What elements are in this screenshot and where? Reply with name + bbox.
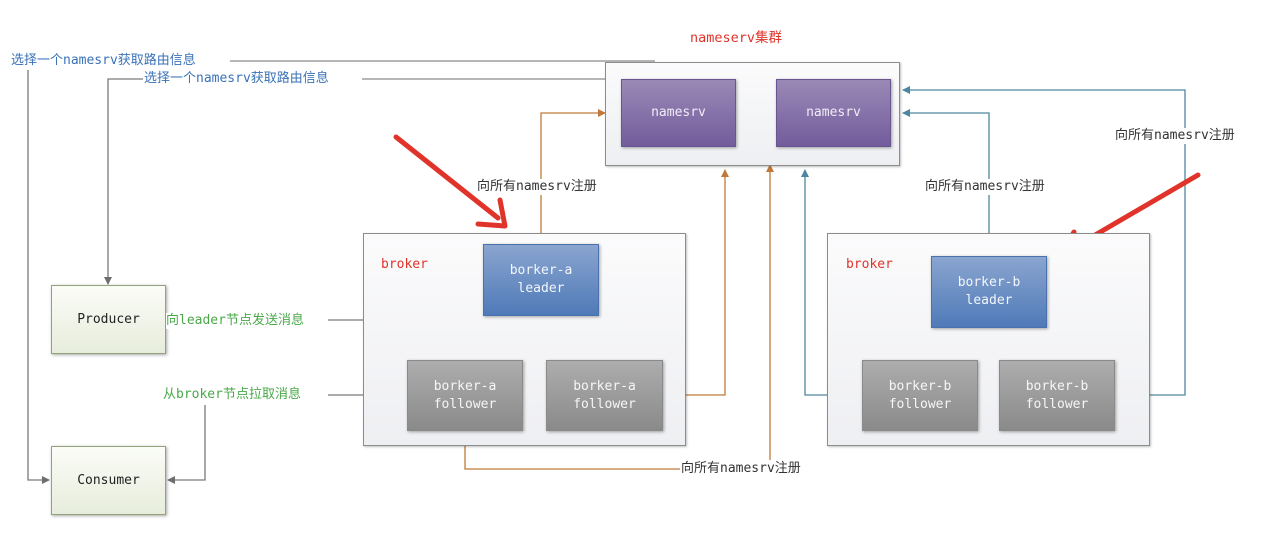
broker-a-title: broker	[381, 257, 428, 272]
broker-b-follower-1[interactable]: borker-b follower	[862, 360, 978, 431]
broker-b-leader[interactable]: borker-b leader	[931, 256, 1047, 328]
highlight-arrow-a	[393, 134, 508, 229]
a-follower-register-label: 向所有namesrv注册	[681, 461, 801, 477]
send-to-leader-label: 向leader节点发送消息	[166, 313, 304, 329]
b-leader-register-label: 向所有namesrv注册	[925, 179, 1045, 195]
a-leader-register-label: 向所有namesrv注册	[477, 179, 597, 195]
consumer-route-label: 选择一个namesrv获取路由信息	[11, 53, 196, 69]
broker-a-follower-2[interactable]: borker-a follower	[546, 360, 663, 431]
broker-a-follower-1[interactable]: borker-a follower	[407, 360, 523, 431]
producer-route-connector-down	[104, 78, 143, 285]
b-follower-register-label: 向所有namesrv注册	[1115, 128, 1235, 144]
nameserv-cluster-title: nameserv集群	[690, 30, 783, 46]
producer-route-label: 选择一个namesrv获取路由信息	[144, 71, 329, 87]
broker-b-title: broker	[846, 257, 893, 272]
broker-a-leader[interactable]: borker-a leader	[483, 244, 599, 316]
namesrv-node-1[interactable]: namesrv	[621, 79, 736, 147]
broker-b-follower-2[interactable]: borker-b follower	[999, 360, 1115, 431]
consumer-node[interactable]: Consumer	[51, 446, 166, 515]
pull-from-broker-label: 从broker节点拉取消息	[163, 387, 301, 403]
consumer-route-connector-down	[27, 70, 50, 484]
a-leader-register-connector	[540, 109, 606, 244]
namesrv-node-2[interactable]: namesrv	[776, 79, 891, 147]
pull-from-broker-connector-down	[167, 405, 206, 484]
b-leader-register-connector	[902, 109, 990, 256]
producer-node[interactable]: Producer	[51, 285, 166, 354]
